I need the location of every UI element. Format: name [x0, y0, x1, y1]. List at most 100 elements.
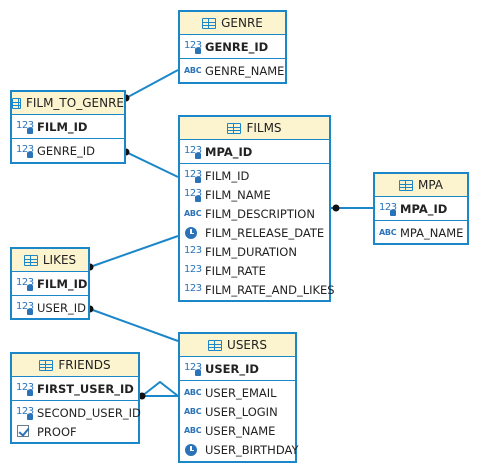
- table-icon: [39, 359, 54, 371]
- column-name: FILM_RATE: [205, 263, 266, 278]
- column-name: MPA_NAME: [400, 225, 464, 240]
- column[interactable]: PROOF: [12, 422, 138, 441]
- text-icon: ABC: [184, 387, 202, 397]
- numeric-key-icon: 123: [16, 277, 34, 291]
- column-name: FILM_NAME: [205, 187, 271, 202]
- column-name: GENRE_ID: [205, 39, 269, 54]
- numeric-key-icon: 123: [16, 301, 34, 315]
- table-name: GENRE: [221, 16, 263, 30]
- table-name: MPA: [417, 178, 444, 192]
- table-name: LIKES: [42, 253, 77, 267]
- numeric-icon: 123: [184, 263, 202, 275]
- numeric-key-icon: 123: [16, 406, 34, 420]
- column-name: FILM_RELEASE_DATE: [205, 225, 325, 240]
- column-name: FIRST_USER_ID: [37, 381, 134, 396]
- numeric-key-icon: 123: [184, 169, 202, 183]
- table-header: LIKES: [12, 249, 88, 272]
- table-icon: [208, 339, 223, 351]
- numeric-icon: 123: [184, 244, 202, 256]
- numeric-key-icon: 123: [16, 144, 34, 158]
- table-icon: [227, 122, 242, 134]
- column[interactable]: USER_BIRTHDAY: [180, 440, 299, 459]
- column-name: PROOF: [37, 424, 77, 439]
- numeric-key-icon: 123: [184, 145, 202, 159]
- column-name: FILM_ID: [37, 276, 88, 291]
- column-name: USER_EMAIL: [205, 385, 277, 400]
- table-header: USERS: [180, 334, 295, 357]
- checkbox-icon: [16, 424, 34, 439]
- column-name: USER_ID: [37, 300, 86, 315]
- column-name: SECOND_USER_ID: [37, 405, 141, 420]
- column-name: MPA_ID: [400, 201, 448, 216]
- text-icon: ABC: [184, 425, 202, 435]
- table-icon: [12, 97, 21, 109]
- numeric-key-icon: 123: [184, 362, 202, 376]
- relation-likes-users: [89, 308, 179, 342]
- text-icon: ABC: [379, 227, 397, 237]
- table-name: FILMS: [246, 121, 282, 135]
- relation-film-to-genre-films: [125, 151, 179, 178]
- numeric-key-icon: 123: [16, 120, 34, 134]
- text-icon: ABC: [184, 208, 202, 218]
- column-name: MPA_ID: [205, 144, 253, 159]
- relation-friends-users-self-arrow: [141, 380, 179, 397]
- column[interactable]: FILM_RELEASE_DATE: [180, 223, 329, 242]
- date-icon: [184, 443, 202, 457]
- table-icon: [202, 17, 217, 29]
- table-header: FILM_TO_GENRE: [12, 92, 124, 115]
- numeric-key-icon: 123: [184, 188, 202, 202]
- column-name: FILM_ID: [205, 168, 250, 183]
- numeric-icon: 123: [184, 282, 202, 294]
- table-name: FILM_TO_GENRE: [25, 96, 124, 110]
- column-name: USER_BIRTHDAY: [205, 442, 299, 457]
- column-name: GENRE_NAME: [205, 63, 285, 78]
- table-header: MPA: [375, 174, 467, 197]
- column-name: FILM_ID: [37, 119, 88, 134]
- column-name: USER_NAME: [205, 423, 276, 438]
- numeric-key-icon: 123: [184, 40, 202, 54]
- table-header: GENRE: [180, 12, 285, 35]
- column-name: FILM_DURATION: [205, 244, 297, 259]
- text-icon: ABC: [184, 406, 202, 416]
- numeric-key-icon: 123: [16, 382, 34, 396]
- table-icon: [23, 254, 38, 266]
- text-icon: ABC: [184, 65, 202, 75]
- column-name: FILM_DESCRIPTION: [205, 206, 315, 221]
- numeric-key-icon: 123: [379, 202, 397, 216]
- relation-end-dot: [332, 204, 340, 212]
- column-name: USER_LOGIN: [205, 404, 278, 419]
- date-icon: [184, 226, 202, 240]
- table-header: FILMS: [180, 117, 329, 140]
- column-name: GENRE_ID: [37, 143, 96, 158]
- column-name: FILM_RATE_AND_LIKES: [205, 282, 335, 297]
- table-icon: [398, 179, 413, 191]
